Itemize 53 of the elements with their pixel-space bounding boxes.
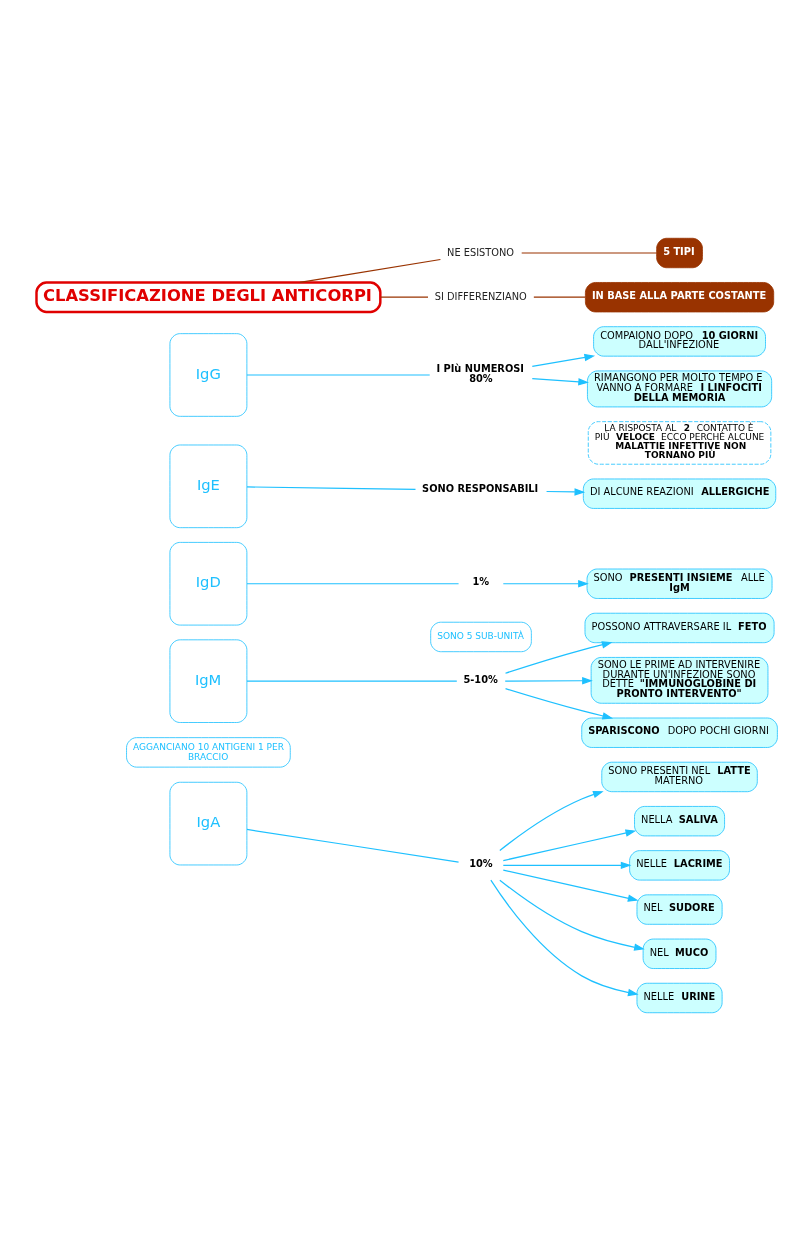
node-box: SONO LE PRIME AD INTERVENIRE DURANTE UN'INFEZIONE SONO DETTE "IMMUNOGLOBINE DI PRONTO INTERVENTO" <box>590 657 769 704</box>
node-box: IgM <box>169 639 248 723</box>
node-text: NE ESISTONO <box>447 246 515 258</box>
node-text: I PIù NUMEROSI 80% <box>436 363 524 385</box>
node-box: AGGANCIANO 10 ANTIGENI 1 PER BRACCIO <box>126 737 291 768</box>
node-box: SONO 5 SUB-UNITÀ <box>430 621 532 653</box>
node-box: CLASSIFICAZIONE DEGLI ANTICORPI <box>35 281 382 314</box>
node-box: IN BASE ALLA PARTE COSTANTE <box>585 282 775 313</box>
node-text: 5-10% <box>463 673 498 685</box>
arrow <box>502 580 589 588</box>
arrow <box>499 790 604 852</box>
arrow <box>531 353 596 367</box>
node-box: COMPAIONO DOPO 10 GIORNI DALL'INFEZIONE <box>593 326 766 357</box>
arrow <box>502 869 639 902</box>
arrow <box>504 641 613 674</box>
node-box: NEL SUDORE <box>636 894 723 925</box>
node-box: POSSONO ATTRAVERSARE IL FETO <box>584 612 775 644</box>
node-box: SONO PRESENTI NEL LATTE MATERNO <box>601 761 758 793</box>
connector <box>299 258 442 284</box>
connector <box>246 680 458 682</box>
arrow <box>504 677 593 685</box>
node-box: RIMANGONO PER MOLTO TEMPO E VANNO A FORMARE I LINFOCITI DELLA MEMORIA <box>587 370 773 408</box>
node-box: DI ALCUNE REAZIONI ALLERGICHE <box>582 478 777 509</box>
node-box: IgG <box>169 333 248 417</box>
node-box: SPARISCONO DOPO POCHI GIORNI <box>581 717 778 748</box>
arrow <box>502 829 637 862</box>
arrow <box>545 488 586 496</box>
node-box: SONO PRESENTI INSIEME ALLE IgM <box>586 568 773 599</box>
connector <box>246 374 431 376</box>
node-box: IgE <box>169 444 248 529</box>
node-box: LA RISPOSTA AL 2 CONTATTO È PIÙ VELOCE ECCO PERCHÈ ALCUNE MALATTIE INFETTIVE NON TORNANO PIÙ <box>587 421 772 465</box>
arrow <box>502 861 632 870</box>
node-text: 10% <box>469 858 493 870</box>
connector <box>246 583 460 585</box>
node-text: SONO RESPONSABILI <box>422 483 539 495</box>
arrow <box>490 879 639 997</box>
arrow <box>531 377 589 386</box>
connector <box>246 828 460 863</box>
node-box: NELLE URINE <box>636 982 723 1014</box>
node-box: IgD <box>169 542 248 626</box>
node-box: NELLA SALIVA <box>634 806 725 837</box>
arrow <box>504 688 614 720</box>
node-box: 5 TIPI <box>656 237 703 269</box>
node-box: IgA <box>169 781 248 866</box>
connector <box>521 252 657 254</box>
node-text: 1% <box>472 576 490 588</box>
node-text: SI DIFFERENZIANO <box>434 290 527 302</box>
arrow <box>499 879 645 951</box>
connector <box>379 296 429 298</box>
connector <box>533 296 586 298</box>
node-box: NEL MUCO <box>642 938 717 969</box>
connector <box>246 486 417 491</box>
node-box: NELLE LACRIME <box>629 850 730 881</box>
